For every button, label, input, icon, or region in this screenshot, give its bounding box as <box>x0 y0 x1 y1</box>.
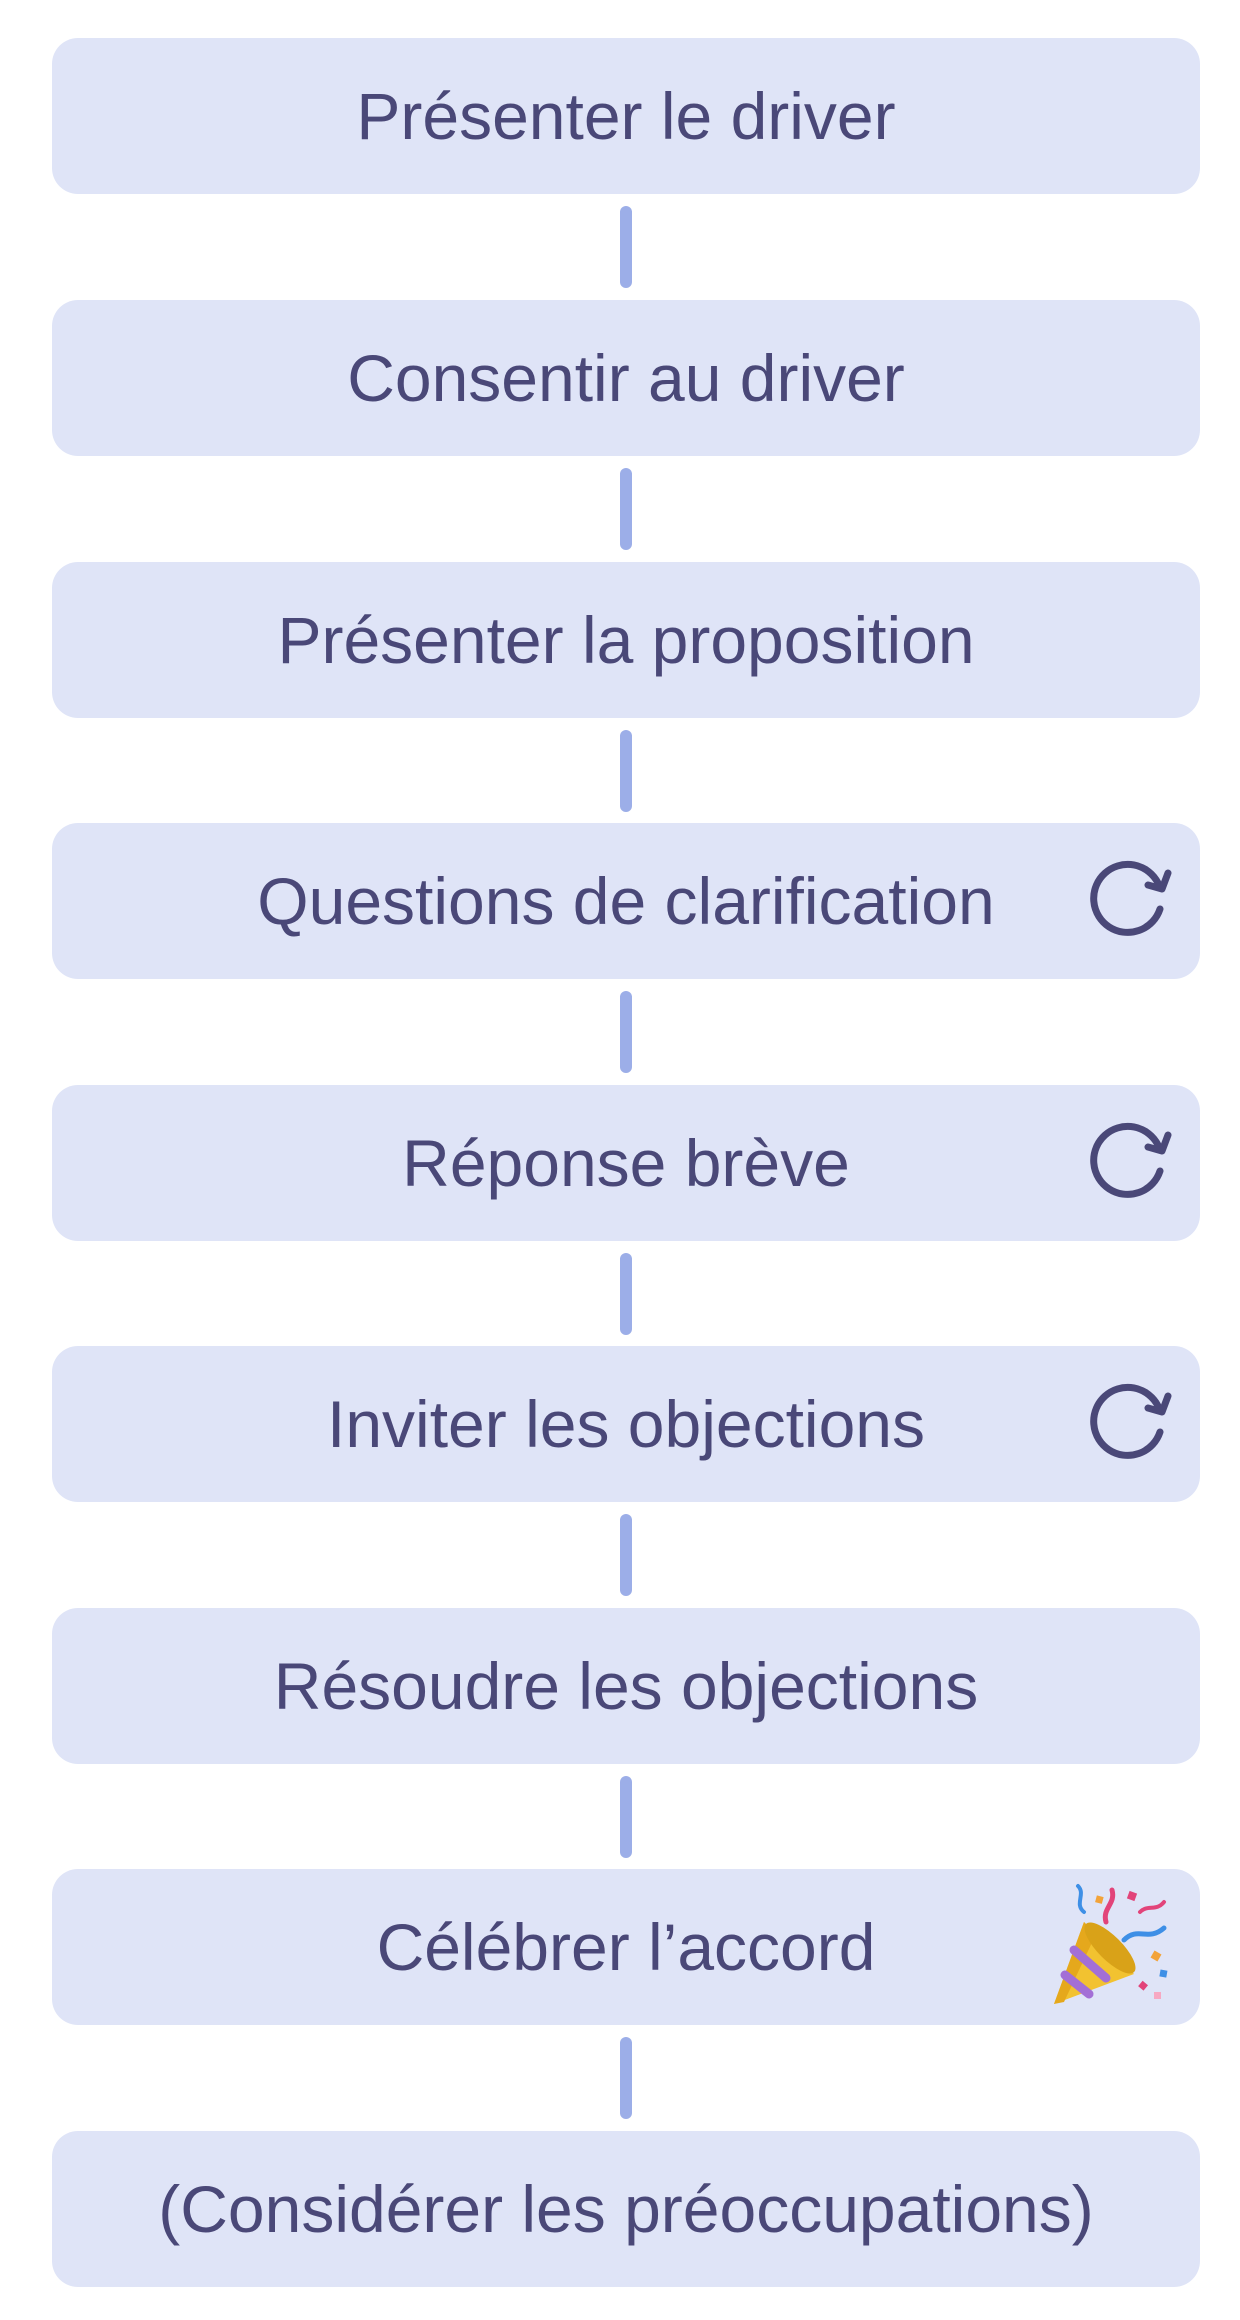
step-consent-driver: Consentir au driver <box>52 300 1200 456</box>
step-label: Réponse brève <box>402 1126 850 1200</box>
step-present-proposal: Présenter la proposition <box>52 562 1200 718</box>
connector <box>620 468 632 550</box>
step-label: Présenter le driver <box>356 79 896 153</box>
step-label: Présenter la proposition <box>277 603 975 677</box>
step-short-answer: Réponse brève <box>52 1085 1200 1241</box>
connector <box>620 1776 632 1858</box>
connector <box>620 991 632 1073</box>
connector <box>620 206 632 288</box>
step-label: Questions de clarification <box>257 864 995 938</box>
connector <box>620 1253 632 1335</box>
step-label: Célébrer l’accord <box>376 1910 876 1984</box>
repeat-icon <box>1078 1376 1174 1472</box>
step-present-driver: Présenter le driver <box>52 38 1200 194</box>
step-celebrate-agreement: Célébrer l’accord <box>52 1869 1200 2025</box>
connector <box>620 1514 632 1596</box>
step-label: Inviter les objections <box>327 1387 925 1461</box>
step-resolve-objections: Résoudre les objections <box>52 1608 1200 1764</box>
step-label: (Considérer les préoccupations) <box>158 2172 1094 2246</box>
repeat-icon <box>1078 853 1174 949</box>
step-consider-concerns: (Considérer les préoccupations) <box>52 2131 1200 2287</box>
step-invite-objections: Inviter les objections <box>52 1346 1200 1502</box>
party-popper-icon <box>1044 1882 1174 2012</box>
step-label: Résoudre les objections <box>273 1649 979 1723</box>
connector <box>620 730 632 812</box>
step-label: Consentir au driver <box>347 341 905 415</box>
step-clarifying-questions: Questions de clarification <box>52 823 1200 979</box>
connector <box>620 2037 632 2119</box>
repeat-icon <box>1078 1115 1174 1211</box>
